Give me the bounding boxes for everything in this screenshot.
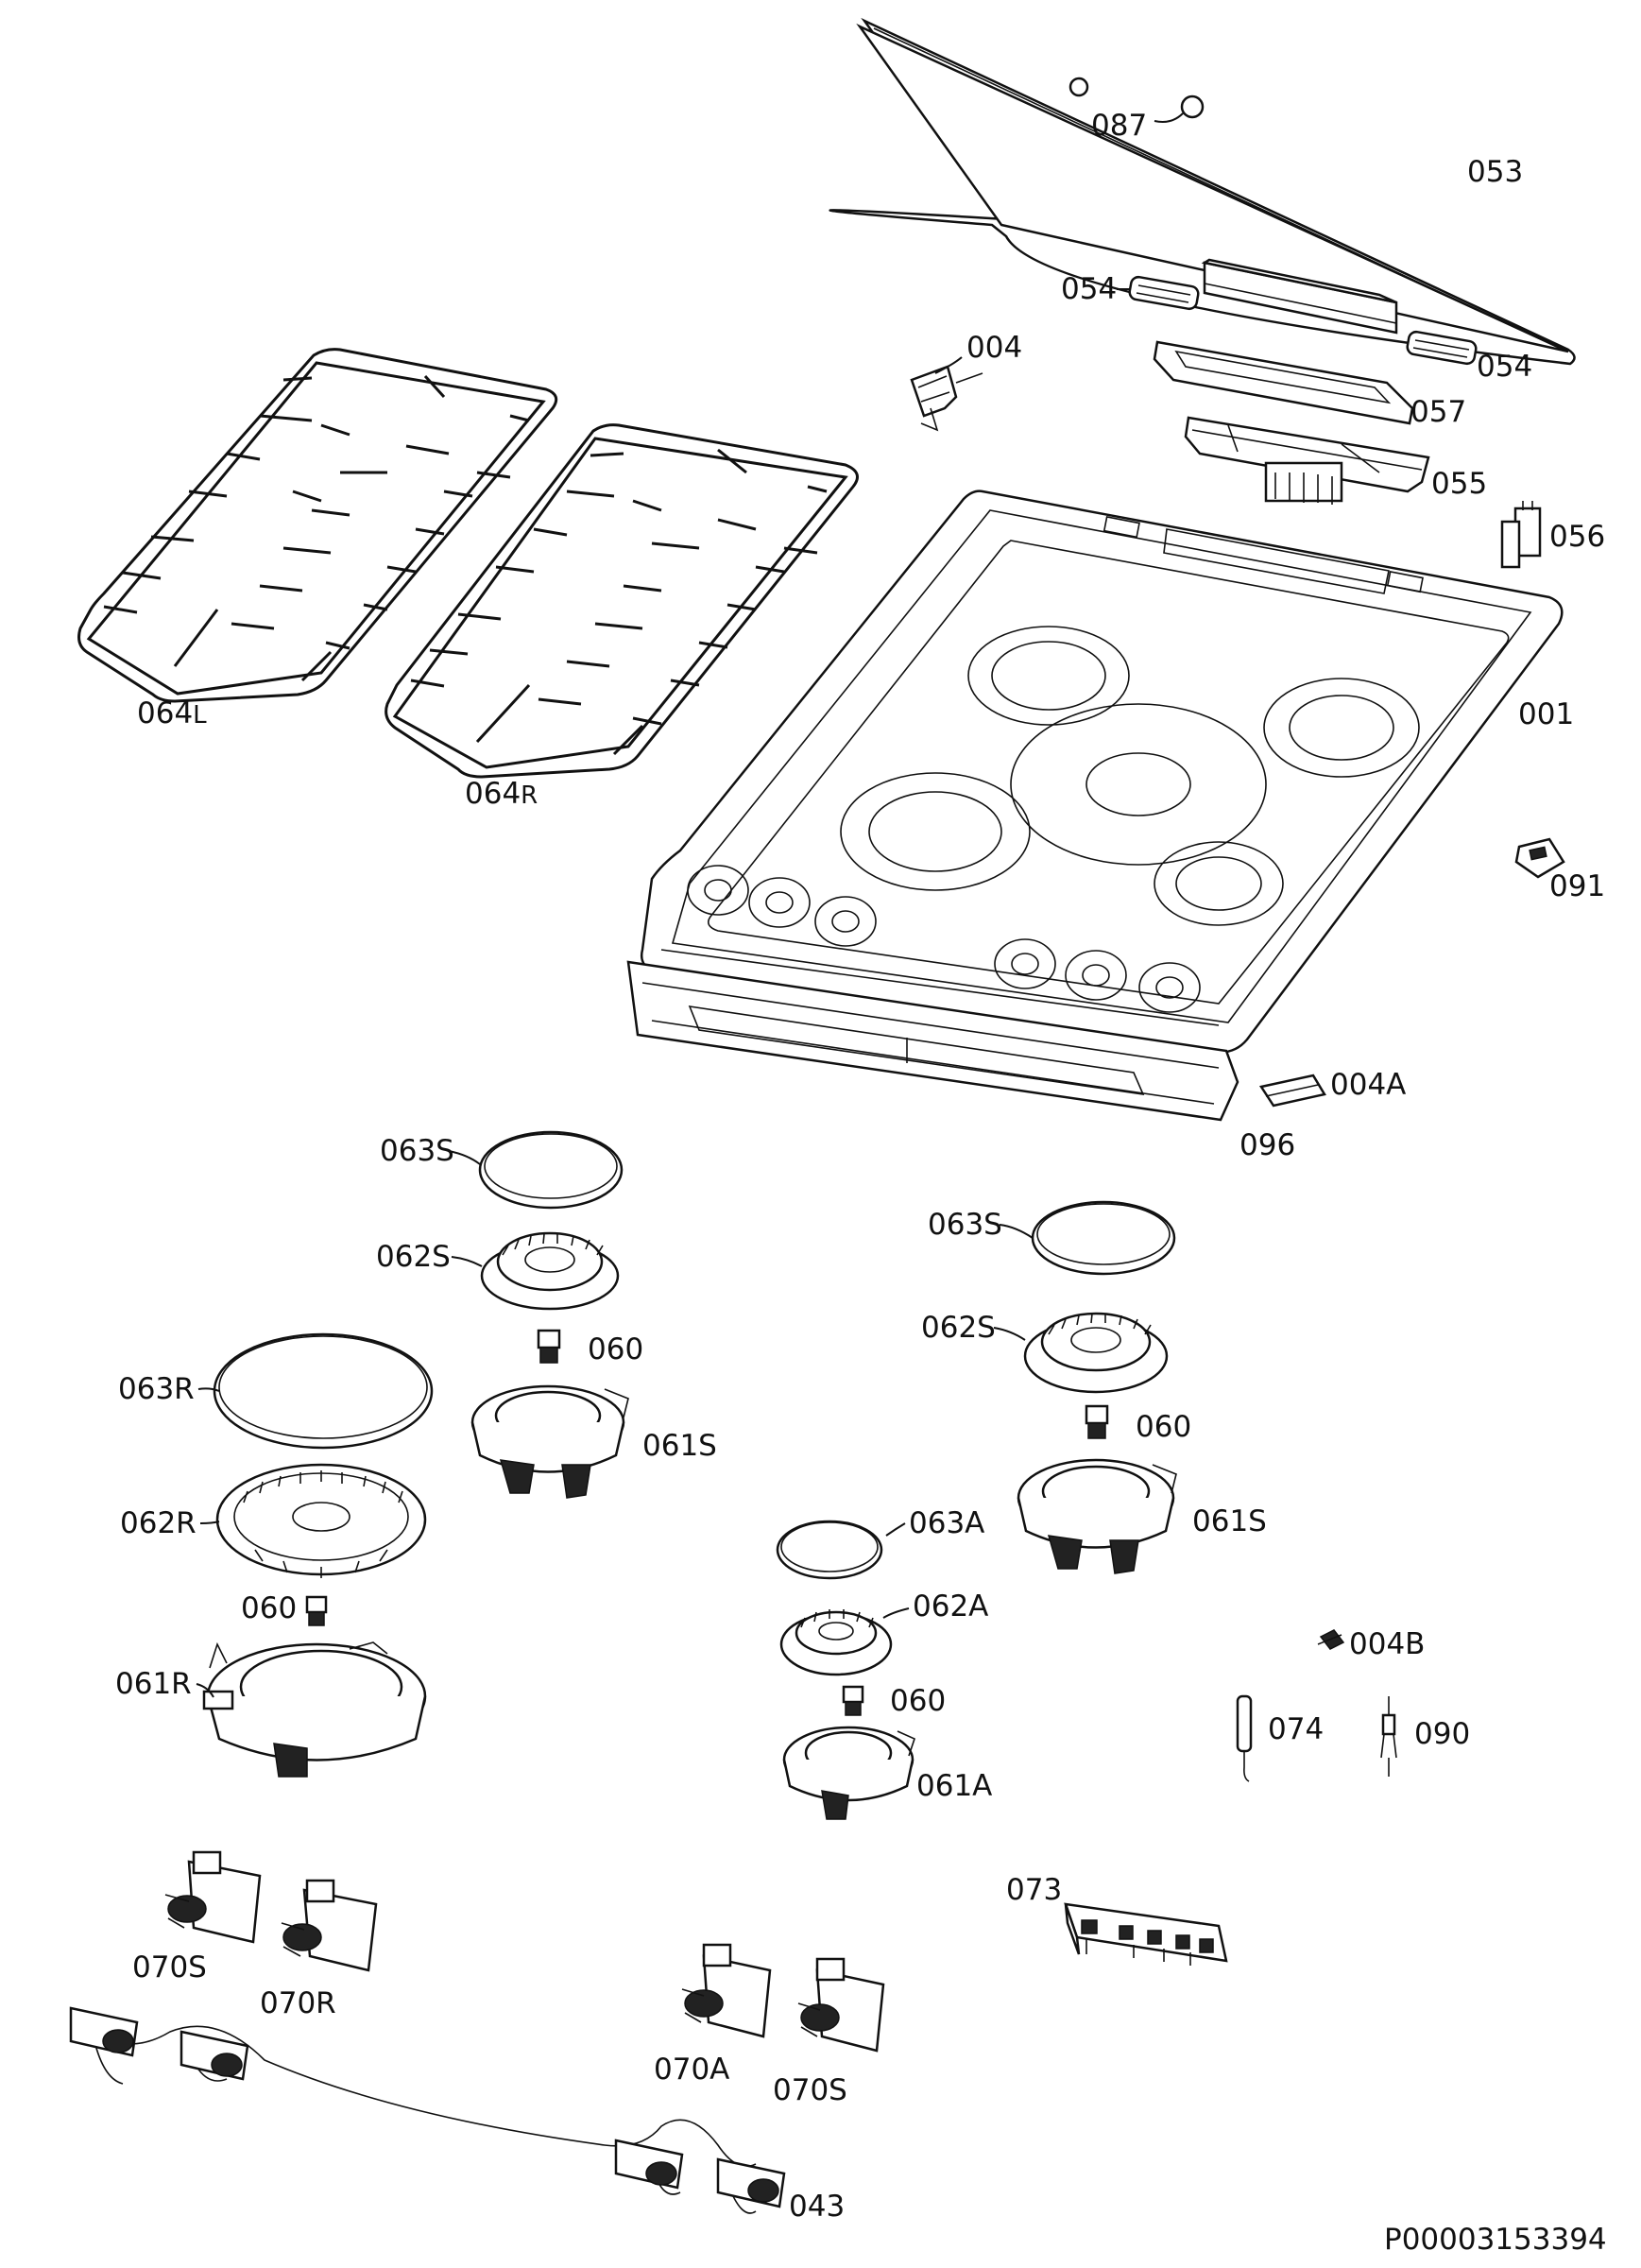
part-060-injector-a <box>537 1329 561 1364</box>
label-074: 074 <box>1268 1712 1324 1746</box>
part-070a-tap <box>681 1943 772 2038</box>
label-043: 043 <box>789 2190 845 2224</box>
leader-lines <box>196 112 1184 1698</box>
label-060-d: 060 <box>890 1684 946 1718</box>
part-063s-right-cap <box>1031 1200 1176 1276</box>
part-060-injector-d <box>842 1685 864 1716</box>
part-060-injector-c <box>1085 1404 1109 1439</box>
label-062a: 062A <box>913 1589 988 1624</box>
label-061s-right: 061S <box>1192 1504 1267 1538</box>
label-054-left: 054 <box>1061 272 1117 306</box>
label-091: 091 <box>1549 869 1605 903</box>
label-087: 087 <box>1091 109 1147 143</box>
label-063a: 063A <box>909 1506 984 1540</box>
part-labels: 087 053 054 054 004 057 055 056 001 064L… <box>115 109 1607 2257</box>
part-064l-pan-support <box>77 348 558 703</box>
part-056-microswitch <box>1500 501 1542 569</box>
part-004a-clip <box>1258 1074 1326 1108</box>
label-063s-left: 063S <box>380 1134 454 1168</box>
part-062s-left-crown <box>480 1231 620 1311</box>
part-062a-crown <box>779 1609 893 1676</box>
label-001: 001 <box>1518 697 1574 731</box>
label-061r: 061R <box>115 1667 192 1701</box>
label-057: 057 <box>1410 395 1466 429</box>
label-053: 053 <box>1467 155 1523 189</box>
part-063s-left-cap <box>478 1130 624 1210</box>
label-070s-right: 070S <box>773 2073 847 2107</box>
drawing-reference-number: P00003153394 <box>1384 2223 1607 2257</box>
label-061a: 061A <box>916 1769 992 1803</box>
label-064l-suffix: L <box>193 701 207 730</box>
label-062r: 062R <box>120 1506 197 1540</box>
part-lid-hinge-bar <box>1201 258 1398 335</box>
part-070s-left-tap <box>164 1850 262 1944</box>
label-096: 096 <box>1239 1128 1295 1162</box>
label-073: 073 <box>1006 1873 1062 1907</box>
part-060-injector-b <box>305 1595 328 1626</box>
label-070a: 070A <box>654 2053 729 2087</box>
part-096-front-panel <box>626 960 1239 1122</box>
part-055-control-bracket <box>1184 416 1430 505</box>
part-043-safety-valve-harness <box>69 2006 786 2214</box>
part-064r-pan-support <box>385 423 859 779</box>
part-057-trim-frame <box>1153 340 1414 425</box>
label-054-right: 054 <box>1477 350 1532 384</box>
part-061a-burner-body <box>782 1726 915 1820</box>
label-063s-right: 063S <box>928 1208 1002 1242</box>
part-070s-right-tap <box>797 1957 885 2053</box>
part-004b-clip <box>1317 1629 1345 1650</box>
label-056: 056 <box>1549 520 1605 554</box>
label-070r: 070R <box>260 1986 336 2020</box>
label-060-b: 060 <box>241 1591 297 1625</box>
part-063a-cap <box>776 1520 883 1580</box>
part-070r-tap <box>281 1879 378 1972</box>
part-090-ignition-electrode <box>1380 1696 1397 1777</box>
part-063r-cap <box>213 1332 434 1450</box>
label-062s-left: 062S <box>376 1240 451 1274</box>
part-061r-burner-body <box>202 1641 427 1778</box>
label-004: 004 <box>966 331 1022 365</box>
label-064r-suffix: R <box>521 782 538 810</box>
part-054-hinge-right <box>1406 330 1478 366</box>
label-064r-number: 064 <box>465 777 521 811</box>
label-064r: 064R <box>465 777 538 811</box>
part-004-clip <box>910 365 983 432</box>
part-091-bracket <box>1514 837 1565 879</box>
part-053-glass-lid <box>829 17 1576 366</box>
label-004b: 004B <box>1349 1627 1425 1661</box>
part-061s-right-burner-body <box>1017 1458 1177 1574</box>
label-004a: 004A <box>1330 1068 1406 1102</box>
label-060-c: 060 <box>1136 1410 1191 1444</box>
part-054-hinge-left <box>1128 275 1200 311</box>
label-062s-right: 062S <box>921 1311 996 1345</box>
label-064l: 064L <box>137 696 207 730</box>
label-063r: 063R <box>118 1372 195 1406</box>
label-061s-left: 061S <box>642 1429 717 1463</box>
part-074-thermocouple <box>1236 1694 1253 1782</box>
part-073-ignition-module <box>1064 1902 1228 1966</box>
part-001-hob-top <box>640 490 1564 1054</box>
part-061s-left-burner-body <box>470 1384 629 1499</box>
label-064l-number: 064 <box>137 696 193 730</box>
label-070s-left: 070S <box>132 1950 207 1984</box>
part-062r-crown <box>215 1463 427 1578</box>
label-090: 090 <box>1414 1717 1470 1751</box>
label-055: 055 <box>1431 467 1487 501</box>
part-062s-right-crown <box>1023 1312 1169 1394</box>
label-060-a: 060 <box>588 1332 643 1366</box>
